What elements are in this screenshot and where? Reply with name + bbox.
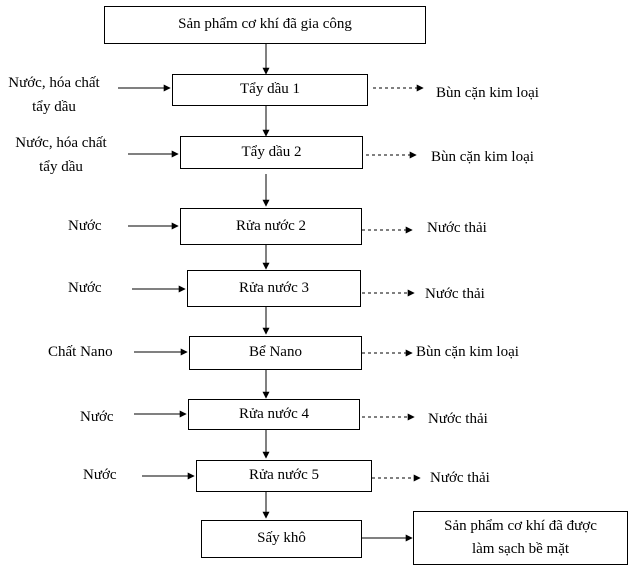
output-label-text: Bùn cặn kim loại <box>436 85 539 101</box>
step-label: Rửa nước 3 <box>238 279 309 296</box>
output-label-5: Nước thải <box>428 407 488 431</box>
step-label: Rửa nước 2 <box>235 217 306 234</box>
output-label-text: Nước thải <box>427 220 487 236</box>
input-label-2: Nước <box>68 214 102 238</box>
step-box-rinse-2: Rửa nước 2 <box>180 208 362 245</box>
input-label-text: Nước <box>83 467 117 483</box>
output-label-1: Bùn cặn kim loại <box>431 145 534 169</box>
input-label-4: Chất Nano <box>48 340 113 364</box>
output-label-3: Nước thải <box>425 282 485 306</box>
final-output-line-2: làm sạch bề mặt <box>471 541 570 557</box>
output-label-4: Bùn cặn kim loại <box>416 340 519 364</box>
step-box-degrease-2: Tẩy dầu 2 <box>180 136 363 169</box>
input-product-label: Sản phẩm cơ khí đã gia công <box>178 16 352 33</box>
input-label-text: Chất Nano <box>48 344 113 360</box>
input-label-3: Nước <box>68 276 102 300</box>
input-label-line-1: Nước, hóa chất <box>8 75 100 91</box>
final-output-line-1: Sản phẩm cơ khí đã được <box>444 517 597 534</box>
step-box-rinse-3: Rửa nước 3 <box>187 270 361 307</box>
input-label-6: Nước <box>83 463 117 487</box>
step-box-nano-tank: Bể Nano <box>189 336 362 370</box>
output-label-0: Bùn cặn kim loại <box>436 81 539 105</box>
output-label-text: Nước thải <box>428 411 488 427</box>
step-label: Bể Nano <box>249 344 302 361</box>
step-label: Tẩy dầu 1 <box>240 81 300 98</box>
input-label-text: Nước <box>68 218 102 234</box>
step-label: Rửa nước 5 <box>248 467 319 484</box>
input-label-line-2: tẩy dầu <box>32 99 76 115</box>
output-label-6: Nước thải <box>430 466 490 490</box>
input-label-text: Nước <box>68 280 102 296</box>
step-label: Rửa nước 4 <box>238 405 309 422</box>
step-box-drying: Sấy khô <box>201 520 362 558</box>
output-label-text: Nước thải <box>430 470 490 486</box>
step-label: Tẩy dầu 2 <box>241 143 302 160</box>
step-box-rinse-5: Rửa nước 5 <box>196 460 372 492</box>
output-label-text: Bùn cặn kim loại <box>431 149 534 165</box>
final-output-box: Sản phẩm cơ khí đã được làm sạch bề mặt <box>413 511 628 565</box>
input-label-5: Nước <box>80 405 114 429</box>
input-product-box: Sản phẩm cơ khí đã gia công <box>104 6 426 44</box>
step-box-degrease-1: Tẩy dầu 1 <box>172 74 368 106</box>
input-label-line-1: Nước, hóa chất <box>15 135 107 151</box>
input-label-line-2: tẩy dầu <box>39 159 83 175</box>
output-label-2: Nước thải <box>427 216 487 240</box>
output-label-text: Bùn cặn kim loại <box>416 344 519 360</box>
step-label: Sấy khô <box>257 530 306 547</box>
output-label-text: Nước thải <box>425 286 485 302</box>
input-label-0: Nước, hóa chất tẩy dầu <box>0 71 108 119</box>
step-box-rinse-4: Rửa nước 4 <box>188 399 360 430</box>
input-label-text: Nước <box>80 409 114 425</box>
input-label-1: Nước, hóa chất tẩy dầu <box>6 131 116 179</box>
